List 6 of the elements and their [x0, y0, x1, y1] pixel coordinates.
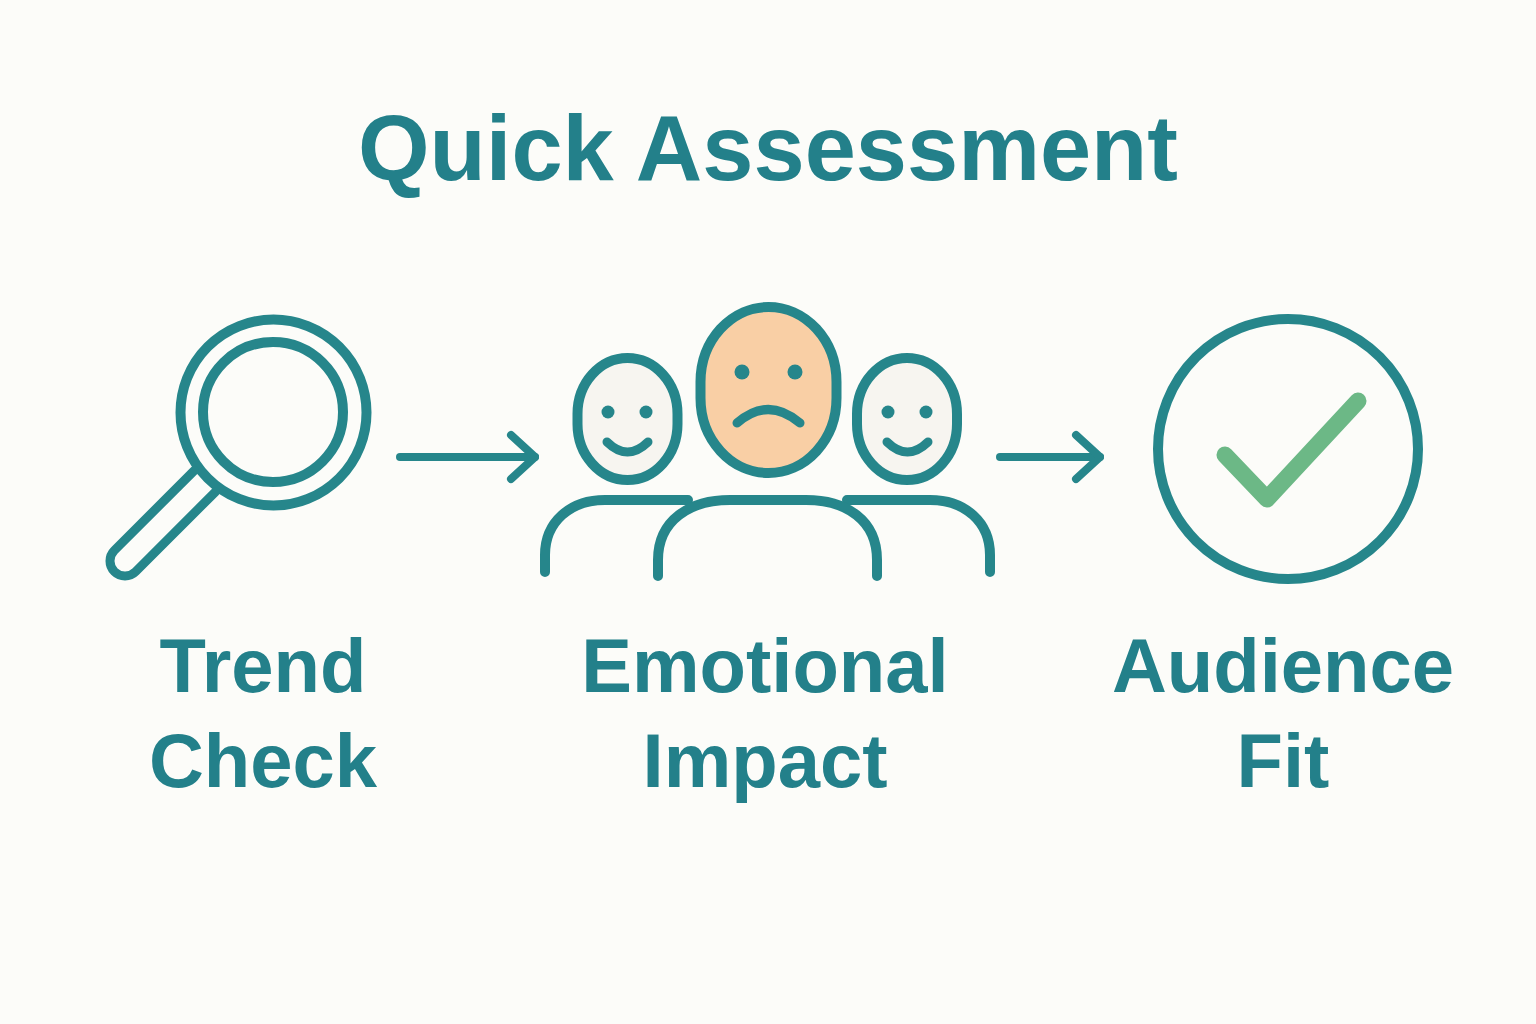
arrow	[396, 431, 539, 483]
node-label: Trend Check	[148, 623, 378, 803]
arrow	[996, 431, 1104, 483]
node-label: Emotional Impact	[581, 623, 949, 803]
title: Quick Assessment	[358, 96, 1178, 201]
node-label: Audience Fit	[1111, 623, 1455, 803]
